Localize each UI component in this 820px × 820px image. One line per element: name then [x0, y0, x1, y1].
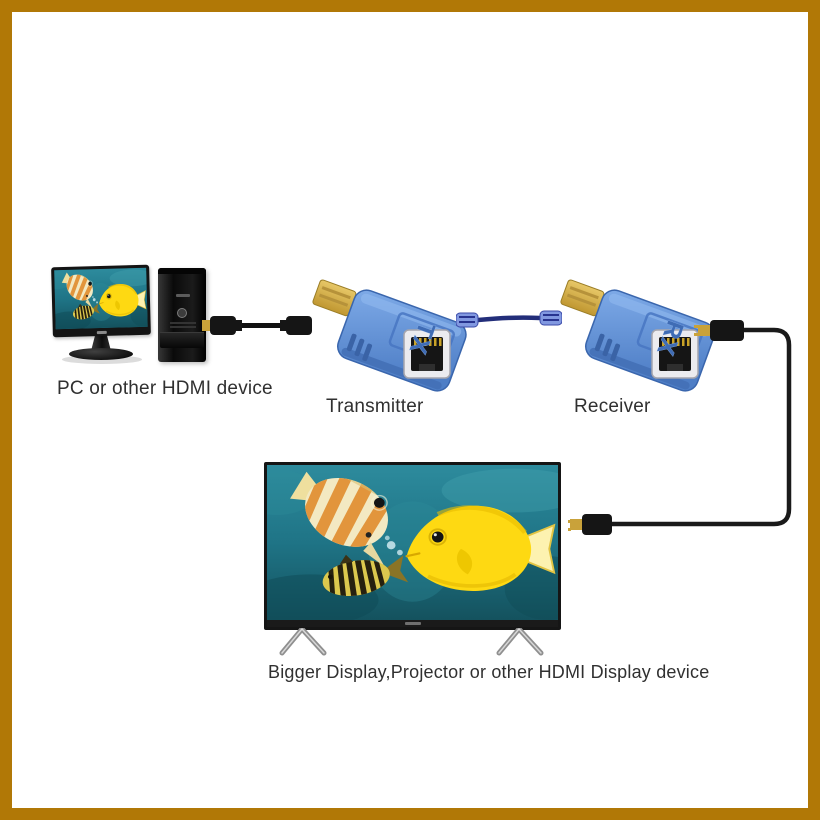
tv-screen [267, 465, 558, 620]
monitor-stand-base [69, 348, 133, 360]
tower-top-panel [158, 268, 206, 274]
tv-bottom-bezel [267, 620, 558, 627]
tv-wallpaper-fish [267, 465, 558, 620]
tower-power-button [177, 308, 187, 318]
display-hdmi-cable [568, 320, 792, 535]
tv-feet [279, 628, 544, 656]
diagram-stage: TX RX [24, 24, 796, 796]
monitor-stand-neck [91, 334, 111, 351]
transmitter-label: Transmitter [326, 396, 424, 417]
pc-hdmi-cable [202, 316, 312, 335]
pc-tower-illustration [158, 268, 206, 362]
ethernet-patch-cable [456, 310, 562, 328]
tv-logo [404, 622, 421, 625]
transmitter-device: TX [297, 272, 471, 396]
monitor-illustration [51, 264, 151, 338]
monitor-screen [54, 267, 148, 330]
receiver-device: RX [545, 272, 719, 396]
tower-brand-badge [176, 294, 190, 297]
monitor-logo [96, 330, 107, 334]
receiver-label: Receiver [574, 396, 651, 417]
display-device-label: Bigger Display,Projector or other HDMI D… [268, 662, 710, 682]
tower-vent [170, 326, 196, 328]
pc-device-label: PC or other HDMI device [57, 378, 273, 399]
tv-illustration [264, 462, 561, 630]
monitor-wallpaper-fish [54, 268, 148, 329]
tower-vent [170, 322, 196, 324]
tower-drive-bay [160, 332, 204, 348]
